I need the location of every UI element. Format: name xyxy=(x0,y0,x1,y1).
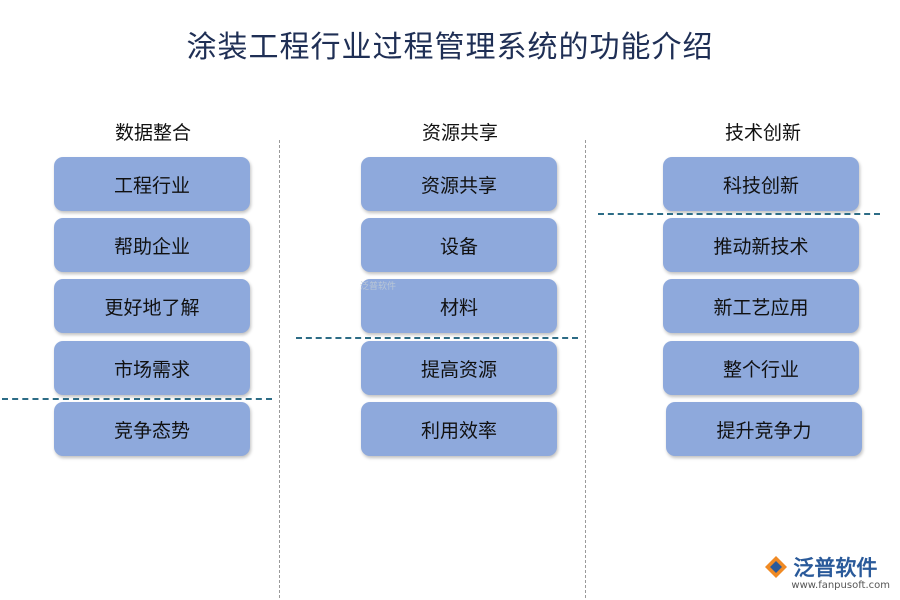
card-tech-innovation-2: 推动新技术 xyxy=(663,218,859,272)
logo-name: 泛普软件 xyxy=(793,556,878,580)
card-tech-innovation-1: 科技创新 xyxy=(663,157,859,211)
card-tech-innovation-5: 提升竞争力 xyxy=(666,402,862,456)
card-data-integration-5: 竞争态势 xyxy=(54,402,250,456)
section-separator xyxy=(2,398,272,400)
card-resource-sharing-2: 设备 xyxy=(361,218,557,272)
section-separator xyxy=(296,337,578,339)
logo-mark-icon xyxy=(765,556,788,578)
watermark: 泛普软件 xyxy=(360,282,397,292)
card-resource-sharing-4: 提高资源 xyxy=(361,341,557,395)
column-divider xyxy=(585,140,586,598)
card-tech-innovation-4: 整个行业 xyxy=(663,341,859,395)
card-resource-sharing-1: 资源共享 xyxy=(361,157,557,211)
page-title: 涂装工程行业过程管理系统的功能介绍 xyxy=(186,30,714,65)
column-divider xyxy=(279,140,280,598)
column-header-tech-innovation: 技术创新 xyxy=(724,122,801,144)
column-header-data-integration: 数据整合 xyxy=(114,122,191,144)
card-data-integration-1: 工程行业 xyxy=(54,157,250,211)
card-data-integration-2: 帮助企业 xyxy=(54,218,250,272)
brand-logo: 泛普软件 www.fanpusoft.com xyxy=(763,552,890,591)
card-data-integration-4: 市场需求 xyxy=(54,341,250,395)
column-header-resource-sharing: 资源共享 xyxy=(421,122,498,144)
card-resource-sharing-5: 利用效率 xyxy=(361,402,557,456)
card-resource-sharing-3: 材料 xyxy=(361,279,557,333)
logo-url: www.fanpusoft.com xyxy=(791,580,890,591)
card-tech-innovation-3: 新工艺应用 xyxy=(663,279,859,333)
section-separator xyxy=(598,213,880,215)
card-data-integration-3: 更好地了解 xyxy=(54,279,250,333)
